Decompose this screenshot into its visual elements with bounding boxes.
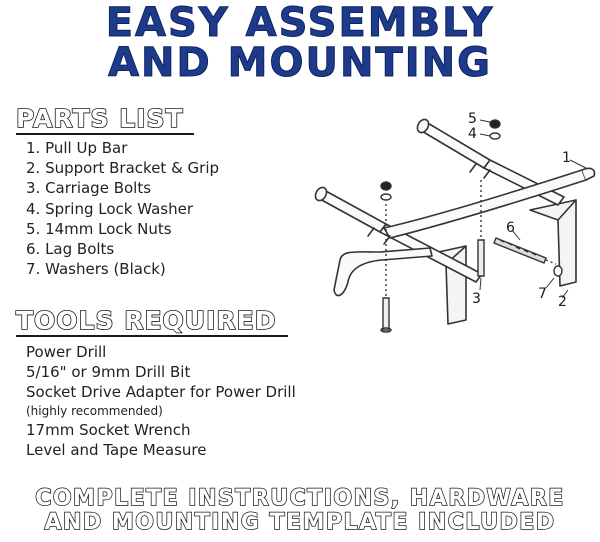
pull-up-bar-diagram: 1 2 3 4 5 6 7 [314,111,596,333]
callout-6: 6 [506,220,515,236]
callout-5: 5 [468,111,477,127]
black-washer [553,265,563,277]
callout-4: 4 [468,126,477,142]
parts-list-item: 6. Lag Bolts [26,239,115,258]
parts-list-item: 5. 14mm Lock Nuts [26,219,172,238]
parts-title-underline [16,133,194,135]
tools-list-item: Level and Tape Measure [26,441,207,459]
tools-list-item: Power Drill [26,343,107,361]
callout-2: 2 [558,294,567,310]
front-grip [317,189,387,233]
parts-list-item: 2. Support Bracket & Grip [26,159,220,178]
tools-required-title: TOOLS REQUIRED [15,305,277,336]
parts-list-item: 3. Carriage Bolts [26,179,152,198]
tools-list-item: 17mm Socket Wrench [26,421,191,439]
footer-line-1: COMPLETE INSTRUCTIONS, HARDWARE [34,485,565,512]
callout-1: 1 [562,150,571,166]
parts-list: 1. Pull Up Bar 2. Support Bracket & Grip… [26,138,219,279]
tools-list-note: (highly recommended) [26,404,163,418]
spring-washer-right [489,132,501,140]
headline-line-1: EASY ASSEMBLY [105,0,495,47]
carriage-bolt-right [477,239,485,277]
headline-line-2: AND MOUNTING [108,40,492,87]
tools-list-item: 5/16" or 9mm Drill Bit [26,363,191,381]
footer-line-2: AND MOUNTING TEMPLATE INCLUDED [44,509,556,536]
parts-list-item: 7. Washers (Black) [26,260,166,279]
parts-list-title: PARTS LIST [15,103,184,134]
lag-bolt [493,237,547,264]
carriage-bolt-left [382,297,390,331]
tools-list-item: Socket Drive Adapter for Power Drill [26,383,296,401]
lock-nut-left [380,181,392,191]
angled-grip [333,247,433,297]
spring-washer-left [380,193,392,201]
callout-3: 3 [472,291,481,307]
parts-list-item: 1. Pull Up Bar [26,139,128,157]
parts-list-item: 4. Spring Lock Washer [26,199,194,218]
callout-7: 7 [538,286,547,302]
right-bracket [529,199,577,287]
back-grip [419,121,491,169]
tools-list: Power Drill 5/16" or 9mm Drill Bit Socke… [26,342,296,460]
lock-nut-right [489,119,501,129]
tools-title-underline [16,335,288,337]
